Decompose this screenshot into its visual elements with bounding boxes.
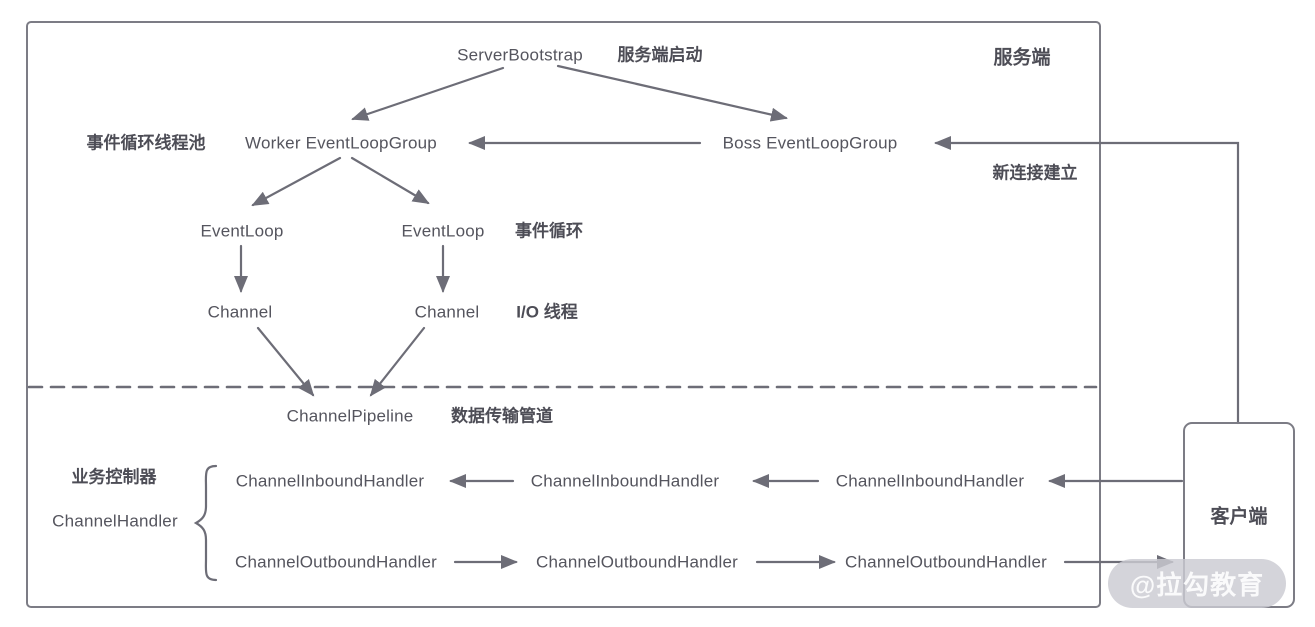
arrow-bootstrap-to-worker [351, 66, 505, 121]
channel-label-1: Channel [207, 302, 273, 322]
watermark-text: @拉勾教育 [1129, 570, 1265, 600]
eventloop-label-2: EventLoop [401, 221, 485, 241]
worker-pool-note: 事件循环线程池 [86, 133, 206, 153]
event-loop-note: 事件循环 [515, 221, 583, 241]
channel-handler-brace [193, 464, 218, 582]
new-connection-note: 新连接建立 [992, 163, 1078, 183]
business-controller-note: 业务控制器 [71, 467, 157, 487]
arrow-channel1-to-pipeline [256, 326, 315, 397]
arrow-worker-to-eventloop-1 [251, 156, 342, 207]
outbound-handler-label-3: ChannelOutboundHandler [845, 552, 1047, 572]
boss-eventloopgroup-label: Boss EventLoopGroup [722, 133, 898, 153]
client-label: 客户端 [1210, 506, 1268, 528]
arrow-channel2-to-pipeline [369, 326, 426, 397]
arrow-bootstrap-to-boss [556, 64, 788, 122]
worker-eventloopgroup-label: Worker EventLoopGroup [245, 133, 437, 153]
server-bootstrap-note: 服务端启动 [617, 45, 703, 65]
server-region-box [26, 21, 1101, 608]
arrow-client-to-boss [934, 136, 1240, 425]
eventloop-label-1: EventLoop [200, 221, 284, 241]
arrow-worker-to-eventloop-2 [350, 156, 430, 205]
inbound-handler-label-1: ChannelInboundHandler [235, 471, 425, 491]
outbound-handler-label-2: ChannelOutboundHandler [536, 552, 738, 572]
watermark-badge: @拉勾教育 [1108, 559, 1286, 608]
inbound-handler-label-3: ChannelInboundHandler [835, 471, 1025, 491]
channel-handler-label: ChannelHandler [52, 511, 178, 531]
channel-pipeline-label: ChannelPipeline [286, 406, 414, 426]
channel-label-2: Channel [414, 302, 480, 322]
io-thread-note: I/O 线程 [516, 302, 578, 322]
inbound-handler-label-2: ChannelInboundHandler [530, 471, 720, 491]
pipeline-note: 数据传输管道 [451, 406, 553, 426]
server-region-label: 服务端 [993, 47, 1051, 69]
outbound-handler-label-1: ChannelOutboundHandler [235, 552, 437, 572]
server-bootstrap-label: ServerBootstrap [457, 45, 583, 65]
